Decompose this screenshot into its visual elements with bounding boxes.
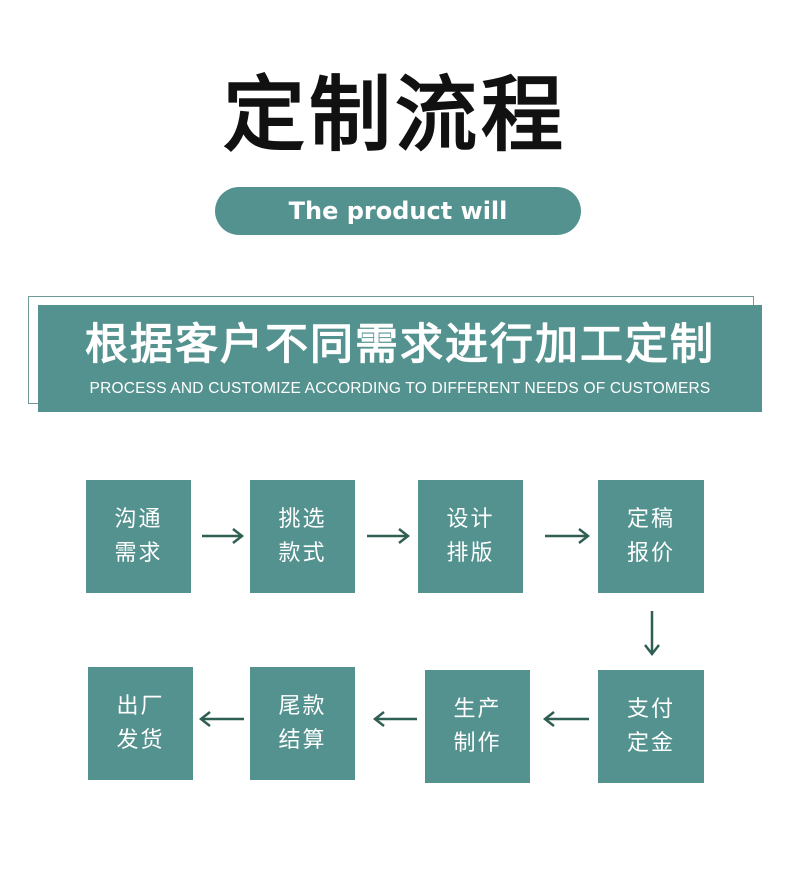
step-box-4: 定稿 报价 [598,480,704,593]
step-box-3: 设计 排版 [418,480,523,593]
step-box-1: 沟通 需求 [86,480,191,593]
step-6-line1: 生产 [453,696,502,722]
step-box-5: 支付 定金 [598,670,704,783]
step-3-line2: 排版 [446,540,495,566]
banner-heading: 根据客户不同需求进行加工定制 [85,320,715,370]
step-3-line1: 设计 [446,506,495,532]
arrowhead-right-1 [232,528,245,544]
step-2-line2: 款式 [278,540,327,566]
step-1-line1: 沟通 [114,506,163,532]
arrowhead-right-2 [398,528,411,544]
subtitle-pill: The product will [215,187,581,235]
arrowhead-right-3 [578,528,591,544]
step-8-line2: 发货 [116,727,165,753]
step-1-line2: 需求 [114,540,163,566]
arrowhead-left-1 [542,711,555,727]
step-7-line2: 结算 [278,727,327,753]
step-8-line1: 出厂 [116,693,165,719]
page-title: 定制流程 [222,68,567,163]
subtitle-text: The product will [288,197,508,225]
banner-subheading: PROCESS AND CUSTOMIZE ACCORDING TO DIFFE… [89,380,711,397]
step-box-7: 尾款 结算 [250,667,355,780]
step-box-2: 挑选 款式 [250,480,355,593]
step-box-8: 出厂 发货 [88,667,193,780]
step-5-line1: 支付 [626,696,675,722]
arrowhead-down [644,644,660,657]
arrowhead-left-3 [198,711,211,727]
banner: 根据客户不同需求进行加工定制 PROCESS AND CUSTOMIZE ACC… [38,305,762,412]
step-2-line1: 挑选 [278,506,327,532]
step-box-6: 生产 制作 [425,670,530,783]
step-4-line2: 报价 [626,540,675,566]
step-5-line2: 定金 [626,730,675,756]
step-7-line1: 尾款 [278,693,327,719]
step-6-line2: 制作 [453,730,502,756]
step-4-line1: 定稿 [626,506,675,532]
arrowhead-left-2 [372,711,385,727]
